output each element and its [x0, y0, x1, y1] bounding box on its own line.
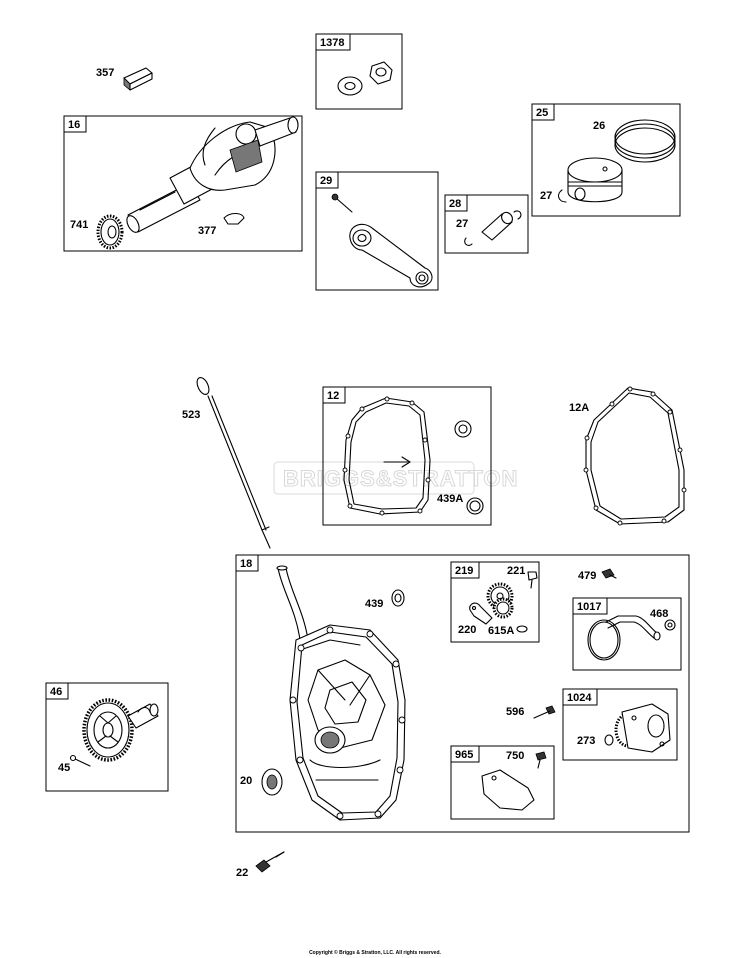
group-219-governor[interactable]: 219 221 220 615A — [450, 561, 540, 643]
label-27-piston: 27 — [540, 190, 552, 202]
copyright-notice: Copyright © Briggs & Stratton, LLC. All … — [309, 950, 441, 956]
group-18-crankcase-cover[interactable]: 18 20 439 — [235, 554, 690, 833]
gear-741[interactable] — [96, 214, 124, 250]
group-1024-oil-pump[interactable]: 1024 273 — [562, 688, 678, 761]
group-965-cover-plate[interactable]: 965 750 — [450, 745, 555, 820]
label-357: 357 — [96, 67, 114, 79]
label-219: 219 — [455, 565, 473, 577]
label-18: 18 — [240, 558, 252, 570]
part-479[interactable]: 479 — [578, 568, 617, 582]
group-1378[interactable]: 1378 — [315, 33, 403, 110]
label-26: 26 — [593, 120, 605, 132]
group-28-piston-pin[interactable]: 28 27 — [444, 194, 529, 254]
label-12A: 12A — [569, 402, 589, 414]
label-439: 439 — [365, 598, 383, 610]
label-1378: 1378 — [320, 37, 344, 49]
label-523: 523 — [182, 409, 200, 421]
part-357[interactable]: 357 — [96, 67, 153, 91]
watermark: BRIGGS&STRATTON — [273, 461, 518, 495]
watermark-text: BRIGGS&STRATTON — [283, 466, 518, 491]
label-750: 750 — [506, 750, 524, 762]
label-479: 479 — [578, 570, 596, 582]
part-523-dipstick[interactable]: 523 — [182, 376, 271, 549]
label-16: 16 — [68, 119, 80, 131]
label-221: 221 — [507, 565, 525, 577]
label-220: 220 — [458, 624, 476, 636]
label-28: 28 — [449, 198, 461, 210]
group-12-gasket-set[interactable]: 12 439A — [322, 386, 492, 526]
label-1017: 1017 — [577, 601, 601, 613]
label-273: 273 — [577, 735, 595, 747]
group-29-connecting-rod[interactable]: 29 — [315, 171, 439, 291]
label-1024: 1024 — [567, 692, 592, 704]
label-615A: 615A — [488, 625, 514, 637]
label-596: 596 — [506, 706, 524, 718]
part-12A-gasket[interactable]: 12A — [569, 386, 687, 526]
label-20: 20 — [240, 775, 252, 787]
group-25-piston[interactable]: 25 26 27 — [531, 103, 681, 217]
group-16-crankshaft[interactable]: 16 741 377 — [63, 115, 303, 252]
group-1017-oil-pickup[interactable]: 1017 468 — [572, 597, 682, 671]
label-22: 22 — [236, 867, 248, 879]
label-439A: 439A — [437, 493, 463, 505]
label-29: 29 — [320, 175, 332, 187]
label-45: 45 — [58, 762, 70, 774]
label-965: 965 — [455, 749, 473, 761]
label-741: 741 — [70, 219, 88, 231]
label-12: 12 — [327, 390, 339, 402]
label-377: 377 — [198, 225, 216, 237]
part-22-bolt[interactable]: 22 — [236, 851, 285, 879]
group-46-camshaft[interactable]: 46 45 — [45, 682, 169, 792]
label-25: 25 — [536, 107, 548, 119]
label-46: 46 — [50, 686, 62, 698]
label-27-pin: 27 — [456, 218, 468, 230]
part-596[interactable]: 596 — [506, 705, 556, 719]
label-468: 468 — [650, 608, 668, 620]
